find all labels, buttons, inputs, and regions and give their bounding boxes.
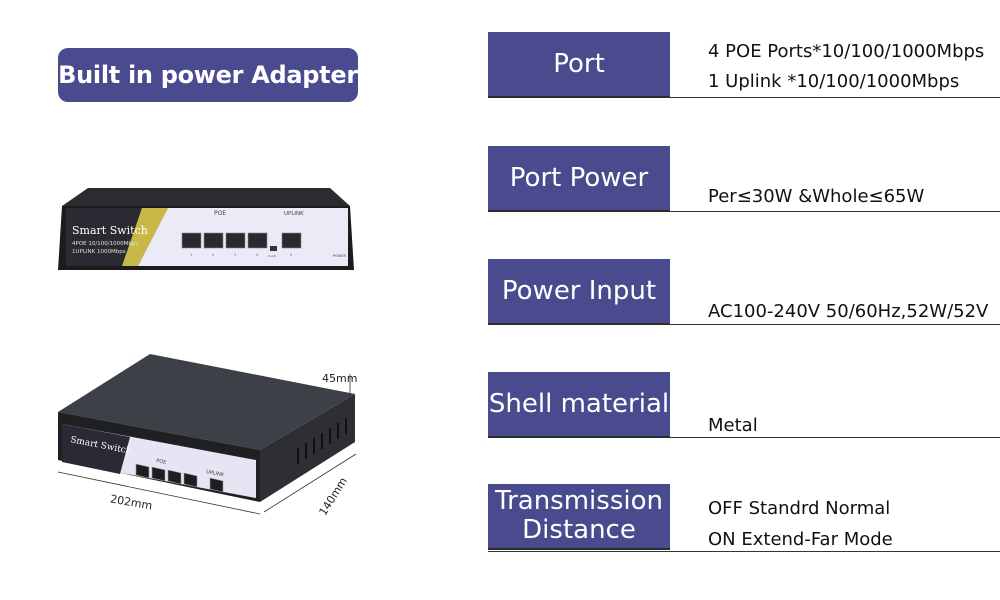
row-divider — [488, 551, 1000, 552]
switch-front-brand: Smart Switch — [72, 224, 148, 237]
poe-port-3 — [225, 232, 246, 249]
spec-label-shell-material: Shell material — [488, 372, 670, 438]
spec-value-port-1: 4 POE Ports*10/100/1000Mbps — [708, 41, 985, 62]
iso-poe-port-2 — [151, 466, 166, 482]
uplink-port — [281, 232, 302, 249]
spec-label-power-input: Power Input — [488, 259, 670, 325]
spec-value-transmission-1: OFF Standrd Normal — [708, 498, 891, 519]
built-in-power-adapter-badge: Built in power Adapter — [58, 48, 358, 102]
spec-label-port-power: Port Power — [488, 146, 670, 212]
iso-uplink-port — [209, 477, 224, 493]
iso-poe-port-1 — [135, 463, 150, 479]
depth-dimension-line — [263, 453, 357, 513]
spec-value-shell-material: Metal — [708, 415, 758, 436]
row-divider — [488, 211, 1000, 212]
poe-port-2 — [203, 232, 224, 249]
spec-value-transmission-2: ON Extend-Far Mode — [708, 529, 893, 550]
port-number-1: 1 — [190, 253, 192, 257]
spec-row-port: Port 4 POE Ports*10/100/1000Mbps 1 Uplin… — [488, 32, 1000, 98]
dimension-height-label: 45mm — [322, 372, 358, 385]
row-divider — [488, 97, 1000, 98]
switch-isometric-view: Smart Switch POE UPLINK — [57, 354, 357, 515]
port-number-4: 4 — [256, 253, 259, 257]
switch-iso-uplink-label: UPLINK — [206, 469, 225, 478]
vlan-switch-label: VLAN — [268, 254, 276, 258]
switch-front-uplink-label: UPLINK — [284, 211, 304, 217]
poe-port-4 — [247, 232, 268, 249]
spec-label-port: Port — [488, 32, 670, 98]
spec-row-transmission-distance: Transmission Distance OFF Standrd Normal… — [488, 484, 1000, 552]
spec-row-shell-material: Shell material Metal — [488, 372, 1000, 438]
row-divider — [488, 324, 1000, 325]
spec-value-port-power: Per≤30W &Whole≤65W — [708, 186, 925, 207]
spec-row-port-power: Port Power Per≤30W &Whole≤65W — [488, 146, 1000, 212]
iso-poe-port-3 — [167, 469, 182, 485]
switch-front-spec-2: 1UPLINK 1000Mbps — [72, 249, 126, 255]
switch-front-power-label: POWER — [333, 254, 347, 258]
iso-poe-port-4 — [183, 472, 198, 488]
vlan-switch — [270, 246, 277, 251]
port-number-5: 5 — [290, 253, 292, 257]
port-number-2: 2 — [212, 253, 214, 257]
spec-value-power-input: AC100-240V 50/60Hz,52W/52V — [708, 301, 989, 322]
switch-iso-poe-label: POE — [156, 458, 167, 466]
switch-front-poe-label: POE — [214, 210, 226, 217]
port-number-3: 3 — [234, 253, 236, 257]
spec-row-power-input: Power Input AC100-240V 50/60Hz,52W/52V — [488, 259, 1000, 325]
spec-value-port-2: 1 Uplink *10/100/1000Mbps — [708, 71, 960, 92]
row-divider — [488, 437, 1000, 438]
width-dimension-line — [57, 471, 261, 515]
spec-label-transmission-distance: Transmission Distance — [488, 484, 670, 550]
switch-front-view: Smart Switch 4POE 10/100/1000Mbps 1UPLIN… — [58, 188, 354, 270]
poe-port-1 — [181, 232, 202, 249]
switch-front-spec-1: 4POE 10/100/1000Mbps — [72, 241, 138, 247]
